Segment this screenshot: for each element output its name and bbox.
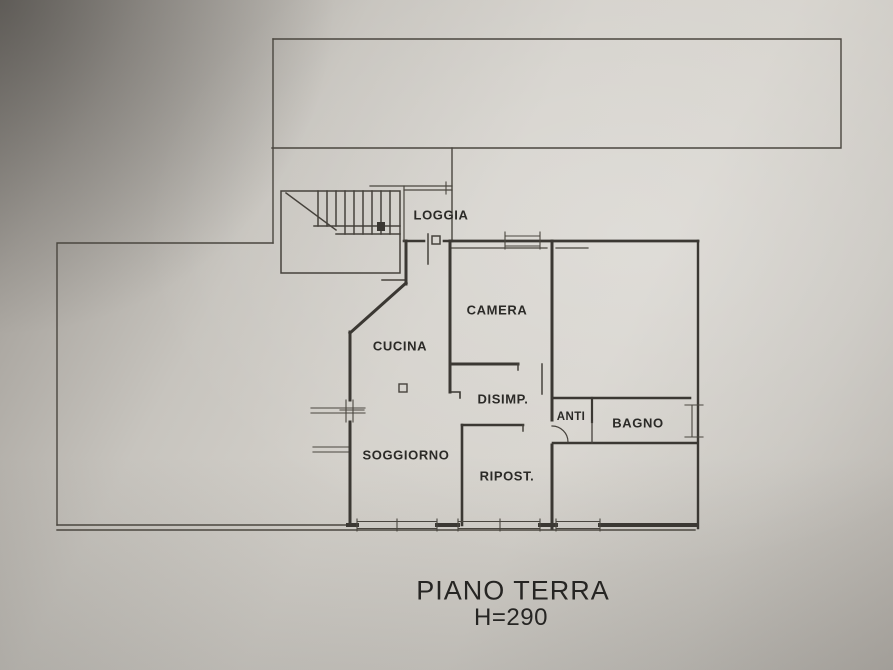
ceiling-height-note: H=290 [474, 604, 548, 631]
room-label-disimp: DISIMP. [477, 391, 529, 407]
pillar-symbol [398, 383, 408, 393]
room-label-anti: ANTI [556, 411, 586, 423]
wall-inner-lines [369, 185, 589, 249]
doors [427, 233, 593, 444]
room-label-soggiorno: SOGGIORNO [362, 447, 450, 463]
terrace-outline [56, 38, 842, 531]
room-label-cucina: CUCINA [372, 338, 428, 354]
floor-title: PIANO TERRA [416, 575, 610, 606]
staircase [280, 190, 407, 281]
walls [346, 239, 700, 530]
room-label-bagno: BAGNO [612, 415, 664, 431]
room-label-ripost: RIPOST. [479, 468, 535, 484]
windows [310, 181, 704, 532]
room-label-camera: CAMERA [466, 302, 528, 318]
room-label-loggia: LOGGIA [413, 207, 469, 223]
